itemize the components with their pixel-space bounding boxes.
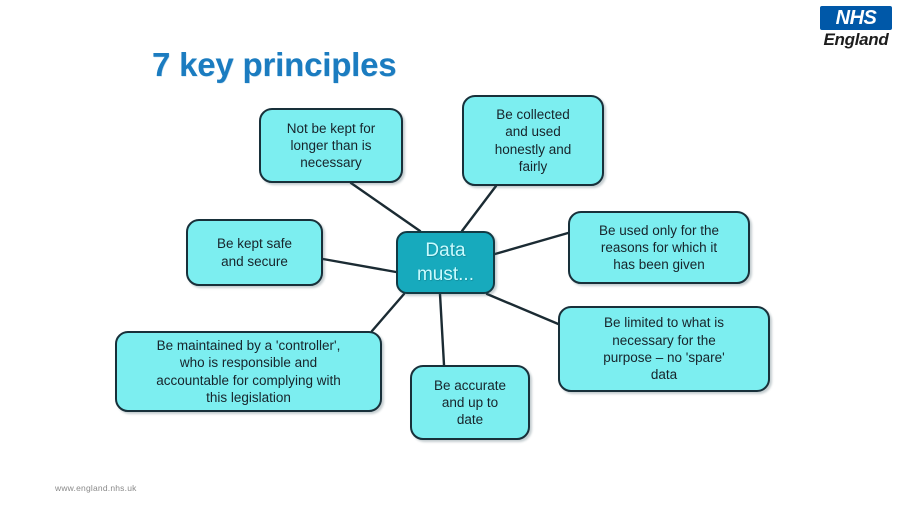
page-title: 7 key principles [152,46,397,83]
mindmap-node-limited-necessary[interactable]: Be limited to what is necessary for the … [558,306,770,392]
node-label: Data must... [416,240,474,285]
connector-not-kept-longer [349,181,422,233]
connector-used-only-reasons [493,231,570,256]
node-label: Be used only for the reasons for which i… [598,222,720,273]
mindmap-center-node-data-must[interactable]: Data must... [396,231,495,294]
nhs-logo-sub-text: England [823,30,889,49]
node-label: Be collected and used honestly and fairl… [494,106,572,174]
node-label: Be kept safe and secure [216,236,293,269]
mindmap-node-collected-honestly[interactable]: Be collected and used honestly and fairl… [462,95,604,186]
node-label: Be limited to what is necessary for the … [603,315,725,383]
connector-collected-honestly [460,184,498,233]
nhs-england-logo: NHS England [810,6,902,56]
nhs-logo-mark-text: NHS [835,7,877,29]
node-label: Be maintained by a 'controller', who is … [156,337,341,405]
node-label: Not be kept for longer than is necessary [286,120,376,171]
connector-maintained-controller [370,292,406,333]
connector-limited-necessary [485,292,565,328]
mindmap-node-accurate-up-to-date[interactable]: Be accurate and up to date [410,365,530,440]
mindmap-node-used-only-reasons[interactable]: Be used only for the reasons for which i… [568,211,750,284]
connector-accurate-up-to-date [438,292,446,367]
mindmap-node-maintained-controller[interactable]: Be maintained by a 'controller', who is … [115,331,382,412]
mindmap-node-kept-safe-secure[interactable]: Be kept safe and secure [186,219,323,286]
nhs-logo-mark: NHS [820,6,892,30]
connector-kept-safe-secure [321,257,398,274]
mindmap-node-not-kept-longer[interactable]: Not be kept for longer than is necessary [259,108,403,183]
node-label: Be accurate and up to date [433,377,507,428]
footer-url: www.england.nhs.uk [55,483,137,493]
